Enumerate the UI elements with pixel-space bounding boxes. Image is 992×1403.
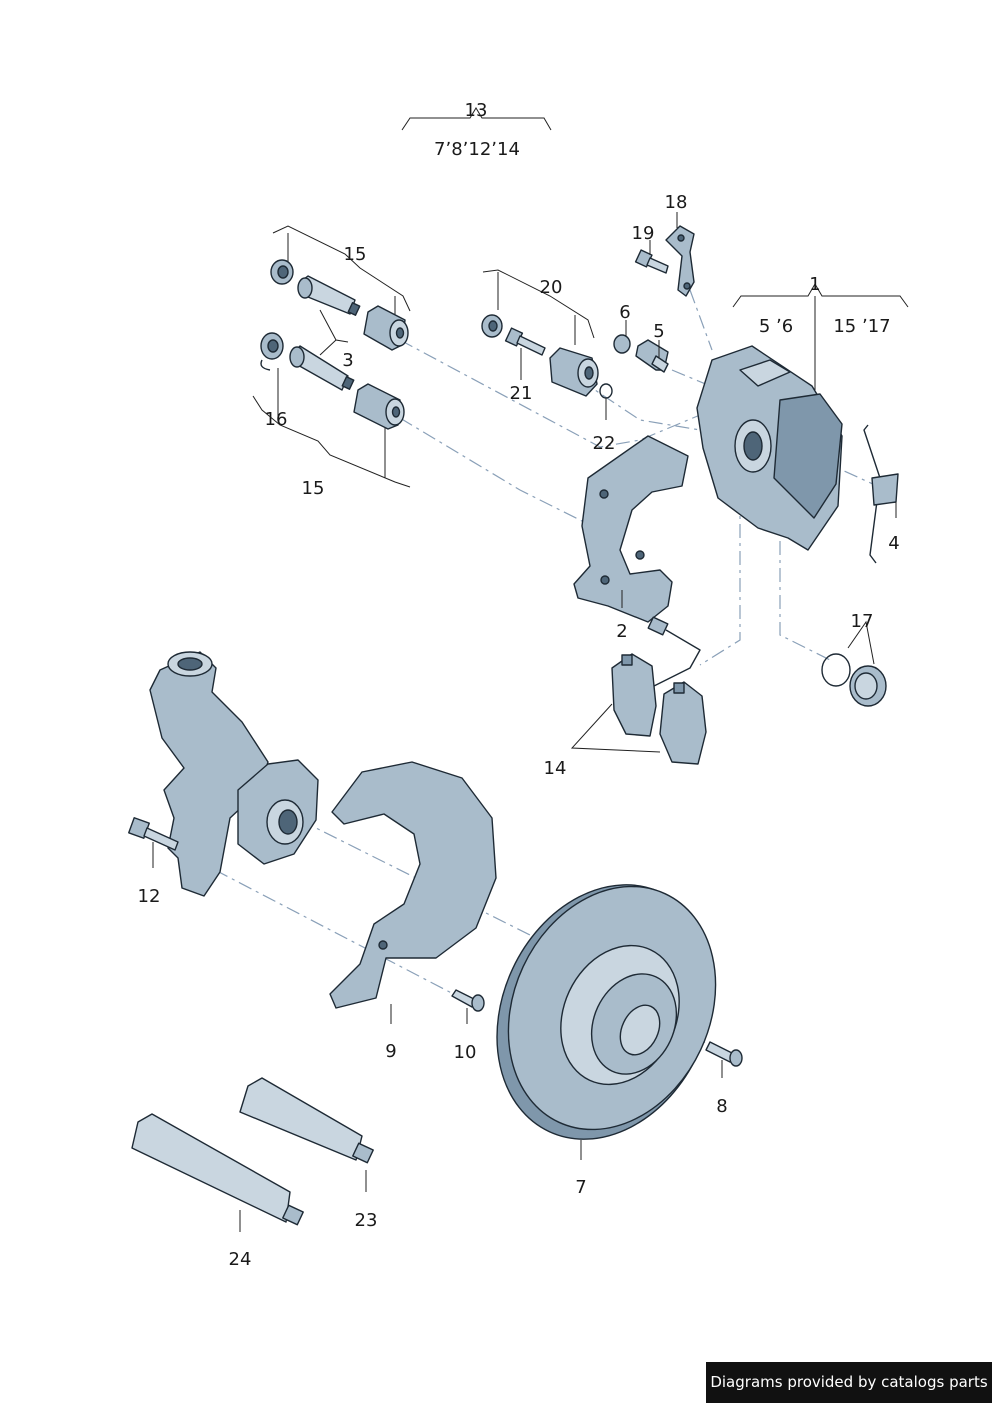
- callout-15-upper: 15: [344, 244, 367, 265]
- callout-6: 6: [619, 302, 630, 323]
- spring-clip-4: [863, 424, 899, 564]
- group-bracket-1: [732, 283, 909, 390]
- piston-seal-17: [849, 665, 887, 707]
- callout-10: 10: [454, 1042, 477, 1063]
- callout-17: 17: [851, 611, 874, 632]
- wheel-hub: [237, 759, 319, 865]
- dust-cap-upper: [270, 259, 294, 285]
- callout-15-lower: 15: [302, 478, 325, 499]
- screw-8: [705, 1041, 743, 1067]
- bushing-upper: [363, 305, 409, 351]
- callout-18: 18: [665, 192, 688, 213]
- wear-sensor: [647, 616, 701, 687]
- bushing-20-cap: [481, 314, 503, 338]
- grease-tube-24: [131, 1113, 304, 1226]
- callout-16: 16: [265, 409, 288, 430]
- guide-pin-upper: [297, 275, 361, 316]
- group-bracket-15-lower: [252, 368, 411, 488]
- bushing-20-body: [549, 347, 599, 397]
- ring-22: [599, 383, 613, 399]
- bolt-12: [128, 817, 179, 851]
- callout-labels: 13 7ʼ8ʼ12ʼ14 18 19 15 20 1 5 ʼ6 15 ʼ17 6…: [138, 100, 900, 1270]
- guide-pin-lower: [289, 345, 355, 391]
- callout-3: 3: [342, 350, 353, 371]
- callout-19: 19: [632, 223, 655, 244]
- bracket-18: [665, 225, 695, 297]
- group-bracket-13: [401, 107, 552, 131]
- callout-1: 1: [809, 274, 820, 295]
- brake-caliper-1: [696, 345, 843, 551]
- callout-1-sub-b: 15 ʼ17: [833, 316, 890, 337]
- credit-banner: Diagrams provided by catalogs parts: [706, 1362, 992, 1403]
- seal-ring-17: [821, 653, 851, 687]
- screw-10: [451, 989, 485, 1012]
- callout-12: 12: [138, 886, 161, 907]
- cap-6: [613, 334, 631, 354]
- callout-9: 9: [385, 1041, 396, 1062]
- callout-2: 2: [616, 621, 627, 642]
- callout-13: 13: [465, 100, 488, 121]
- bolt-19: [634, 249, 669, 274]
- callout-5: 5: [653, 321, 664, 342]
- brake-pad-outer: [611, 653, 657, 737]
- callout-4: 4: [888, 533, 899, 554]
- splash-shield-9: [329, 761, 497, 1009]
- bushing-lower: [353, 383, 405, 430]
- callout-14: 14: [544, 758, 567, 779]
- callout-20: 20: [540, 277, 563, 298]
- steering-knuckle: [149, 651, 269, 897]
- callout-8: 8: [716, 1096, 727, 1117]
- bolt-21: [504, 327, 546, 356]
- bleed-screw-5: [635, 339, 669, 373]
- callout-23: 23: [355, 1210, 378, 1231]
- brake-pad-inner: [659, 681, 707, 765]
- brake-disc-7: [496, 884, 717, 1140]
- group-bracket-20: [482, 269, 595, 345]
- callout-22: 22: [593, 433, 616, 454]
- grease-tube-23: [239, 1077, 374, 1164]
- callout-24: 24: [229, 1249, 252, 1270]
- callout-21: 21: [510, 383, 533, 404]
- group-bracket-15-upper: [272, 225, 411, 316]
- caliper-carrier-2: [573, 435, 689, 623]
- dust-cap-lower: [260, 332, 284, 371]
- callout-13-sub: 7ʼ8ʼ12ʼ14: [434, 139, 520, 160]
- callout-1-sub-a: 5 ʼ6: [759, 316, 793, 337]
- callout-7: 7: [575, 1177, 586, 1198]
